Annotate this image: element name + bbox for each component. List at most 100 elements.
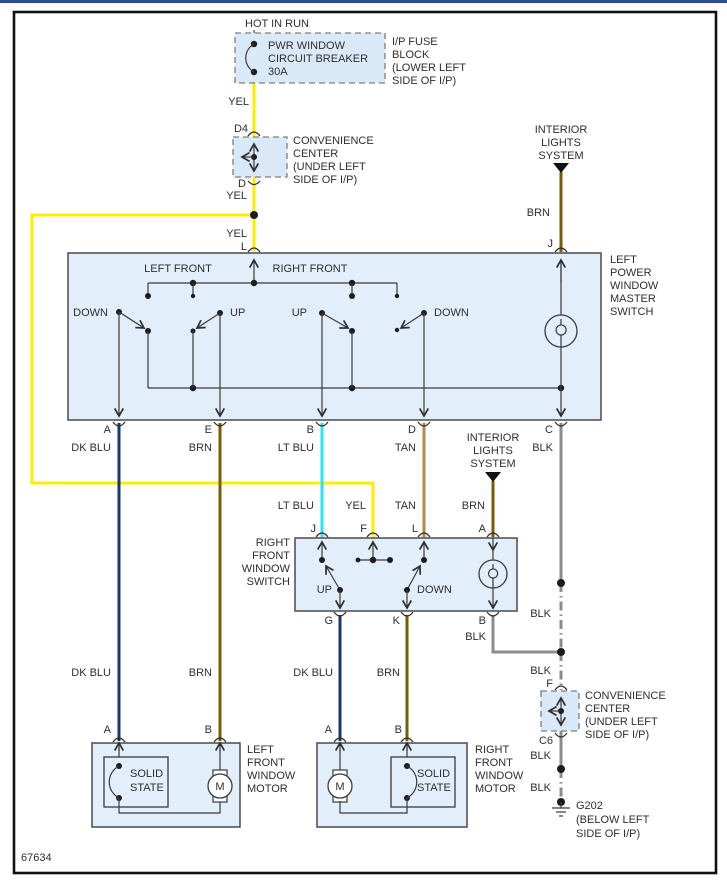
right-motor-name: RIGHT <box>475 744 510 756</box>
motor-label: M <box>215 781 224 793</box>
terminal-label: A <box>104 724 112 736</box>
system-label: LIGHTS <box>541 137 581 149</box>
wire-color-label: BLK <box>532 442 553 454</box>
wire-color-label: BLK <box>530 782 551 794</box>
conv-center-name: CONVENIENCE <box>585 690 666 702</box>
feed-bar <box>355 540 393 564</box>
switch-right-front-up[interactable]: UP <box>292 307 355 418</box>
terminal-label: B <box>205 724 212 736</box>
convenience-center-bottom: F CONVENIENCE CENTER (UNDER LEFT SIDE OF… <box>530 678 665 794</box>
terminal-label: J <box>311 523 317 535</box>
terminal-label: A <box>325 724 333 736</box>
ground-id: G202 <box>576 800 603 812</box>
wire-color-label: DK BLU <box>71 667 111 679</box>
master-switch-name: SWITCH <box>610 306 653 318</box>
left-front-window-motor: A B SOLID STATE M <box>91 724 296 828</box>
interior-lights-system-top: INTERIOR LIGHTS SYSTEM BRN J <box>527 124 588 250</box>
offpage-arrow-icon <box>553 163 569 173</box>
solid-state-label: STATE <box>417 782 451 794</box>
right-front-label: RIGHT FRONT <box>273 263 348 275</box>
terminal-label: J <box>548 238 554 250</box>
terminal-label: C6 <box>539 735 553 747</box>
switch-rfws-down[interactable]: DOWN <box>401 540 452 610</box>
circuit-breaker-icon <box>245 40 258 76</box>
terminal-label: E <box>205 424 212 436</box>
wire-color-label: TAN <box>395 442 416 454</box>
wire-color-label: BLK <box>465 631 486 643</box>
left-motor-name: MOTOR <box>247 783 288 795</box>
fuse-block-name: SIDE OF I/P) <box>392 75 456 87</box>
conv-center-name: CONVENIENCE <box>293 135 374 147</box>
splice-dot <box>557 765 565 773</box>
ground-location: SIDE OF I/P) <box>576 828 640 840</box>
left-motor-name: WINDOW <box>247 770 296 782</box>
terminal-label: L <box>241 241 247 253</box>
terminal-label: F <box>546 678 553 690</box>
terminal-label: B <box>307 424 314 436</box>
system-label: INTERIOR <box>467 432 520 444</box>
conv-center-name: (UNDER LEFT <box>585 716 658 728</box>
rfws-name: RIGHT <box>256 537 291 549</box>
system-label: INTERIOR <box>535 124 588 136</box>
right-motor-name: FRONT <box>475 757 513 769</box>
wire-color-label: BRN <box>377 667 400 679</box>
wire-color-label: BRN <box>462 500 485 512</box>
motor-icon: M <box>207 741 233 803</box>
wire-color-label: BRN <box>189 667 212 679</box>
wire-color-labels-mid: DK BLU BRN LT BLU TAN BLK LT BLU YEL TAN… <box>71 442 553 512</box>
offpage-arrow-icon <box>485 472 501 482</box>
wire-color-label: YEL <box>228 96 249 108</box>
breaker-rating: 30A <box>268 66 288 78</box>
terminal-label: G <box>324 615 333 627</box>
splice-dot <box>557 579 565 587</box>
connector-bracket <box>247 131 261 137</box>
rfws-name: SWITCH <box>247 576 290 588</box>
wire-color-label: DK BLU <box>71 442 111 454</box>
solid-state-label: SOLID <box>130 768 163 780</box>
switch-label: DOWN <box>73 307 108 319</box>
terminal-label: F <box>360 523 367 535</box>
solid-state-label: STATE <box>130 782 164 794</box>
right-motor-name: MOTOR <box>475 783 516 795</box>
wire-color-label: BRN <box>189 442 212 454</box>
pass-through-icon <box>547 696 567 727</box>
terminal-label: D4 <box>234 123 248 135</box>
terminal-label: B <box>395 724 402 736</box>
switch-left-front-down[interactable]: DOWN <box>73 307 151 418</box>
master-switch: LEFT POWER WINDOW MASTER SWITCH LEFT FRO… <box>67 247 659 436</box>
ground-location: (BELOW LEFT <box>576 814 650 826</box>
wire-color-label: YEL <box>226 228 247 240</box>
wire-color-label: BLK <box>530 665 551 677</box>
left-front-label: LEFT FRONT <box>144 263 212 275</box>
wire-color-label: YEL <box>345 500 366 512</box>
right-front-window-switch: J F L A RIGHT FRONT WINDOW SWITCH UP <box>242 523 518 627</box>
hot-in-run-label: HOT IN RUN <box>245 18 309 30</box>
terminal-label: A <box>104 424 112 436</box>
breaker-label: PWR WINDOW <box>268 40 346 52</box>
solid-state-module: SOLID STATE <box>103 756 169 808</box>
terminal-label: D <box>238 178 246 190</box>
conv-center-name: SIDE OF I/P) <box>585 729 649 741</box>
wire-blk-rfws-b <box>491 615 561 654</box>
switch-label: UP <box>317 584 332 596</box>
wire-color-label: LT BLU <box>278 442 314 454</box>
switch-label: DOWN <box>434 307 469 319</box>
fuse-block-name: BLOCK <box>392 49 430 61</box>
wire-color-label: DK BLU <box>293 667 333 679</box>
left-motor-name: FRONT <box>247 757 285 769</box>
switch-right-front-down[interactable]: DOWN <box>394 307 469 418</box>
connector-bracket <box>247 180 261 186</box>
ip-fuse-block: HOT IN RUN PWR WINDOW CIRCUIT BREAKER 30… <box>228 18 466 108</box>
switch-rfws-up[interactable]: UP <box>317 540 346 610</box>
wire-color-label: BRN <box>527 207 550 219</box>
left-motor-name: LEFT <box>247 744 274 756</box>
wires <box>30 30 565 802</box>
switch-left-front-up[interactable]: UP <box>190 307 246 418</box>
switch-label: DOWN <box>417 584 452 596</box>
wire-color-label: LT BLU <box>278 500 314 512</box>
fuse-block-name: I/P FUSE <box>392 36 438 48</box>
splice-dot <box>557 648 565 656</box>
rfws-name: WINDOW <box>242 563 291 575</box>
master-switch-name: MASTER <box>610 293 656 305</box>
